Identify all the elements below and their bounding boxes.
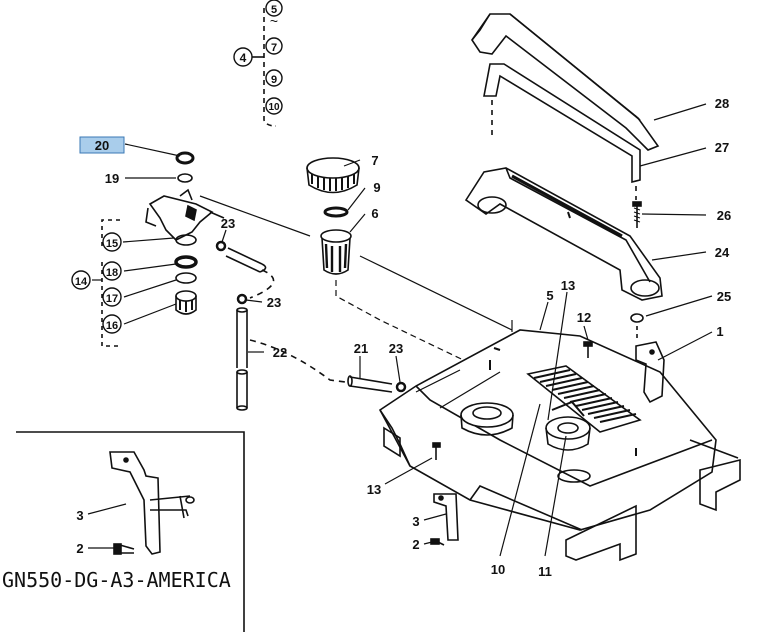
model-caption: GN550-DG-A3-AMERICA — [2, 568, 231, 592]
bolt-13 — [432, 442, 441, 460]
callout-20: 20 — [95, 138, 109, 153]
bracket-1 — [635, 341, 665, 404]
top-callout-group — [252, 8, 277, 127]
callout-3-b: 3 — [412, 514, 419, 529]
callout-19: 19 — [105, 171, 119, 186]
callout-7-top: 7 — [271, 42, 277, 54]
handle-frame — [483, 63, 641, 200]
callout-2-b: 2 — [412, 537, 419, 552]
fuel-tank — [378, 329, 741, 562]
bracket-3-small — [433, 493, 459, 541]
callout-26: 26 — [717, 208, 731, 223]
leader-lines — [87, 103, 713, 557]
fuel-strainer — [320, 229, 352, 275]
callout-9-top: 9 — [271, 74, 277, 86]
callout-16: 16 — [106, 320, 118, 332]
callout-10-top: 10 — [268, 102, 280, 113]
group-bracket-14 — [101, 219, 120, 347]
callout-23-c: 23 — [389, 341, 403, 356]
o-ring-18 — [174, 255, 198, 269]
cup-16 — [175, 290, 197, 315]
callout-11: 11 — [538, 564, 552, 579]
callout-6: 6 — [371, 206, 378, 221]
callout-13-b: 13 — [367, 482, 381, 497]
callout-18: 18 — [106, 267, 118, 279]
fuel-cock — [145, 151, 225, 246]
callout-2-a: 2 — [76, 541, 83, 556]
bolt-2-small — [430, 538, 445, 546]
callout-7: 7 — [371, 153, 378, 168]
callout-23-a: 23 — [221, 216, 235, 231]
callout-4: 4 — [240, 51, 247, 65]
handle-base — [464, 167, 663, 301]
highlight-box-20 — [79, 136, 125, 154]
inset-panel — [16, 431, 245, 632]
callout-24: 24 — [715, 245, 730, 260]
bolt-12 — [583, 341, 593, 358]
callout-27: 27 — [715, 140, 729, 155]
callout-21: 21 — [354, 341, 368, 356]
fuel-cap — [306, 157, 360, 194]
callout-14: 14 — [75, 276, 88, 288]
callout-15: 15 — [106, 238, 118, 250]
callout-28: 28 — [715, 96, 729, 111]
callout-3-a: 3 — [76, 508, 83, 523]
squiggle-mark: ~ — [270, 13, 278, 29]
fuel-hose — [215, 240, 407, 411]
callout-5-top: 5 — [271, 4, 277, 16]
cap-gasket — [323, 206, 349, 218]
callout-9: 9 — [373, 180, 380, 195]
callout-1: 1 — [716, 324, 723, 339]
washer-25 — [630, 313, 644, 323]
callout-12: 12 — [577, 310, 591, 325]
callout-25: 25 — [717, 289, 731, 304]
callout-10: 10 — [491, 562, 505, 577]
callout-23-b: 23 — [267, 295, 281, 310]
callout-22: 22 — [273, 345, 287, 360]
bolt-26 — [632, 201, 642, 228]
carry-handle — [471, 13, 660, 151]
circled-callouts — [71, 0, 283, 334]
callout-13-a: 13 — [561, 278, 575, 293]
callout-17: 17 — [106, 293, 118, 305]
callout-5: 5 — [546, 288, 553, 303]
washer-17 — [175, 272, 197, 284]
